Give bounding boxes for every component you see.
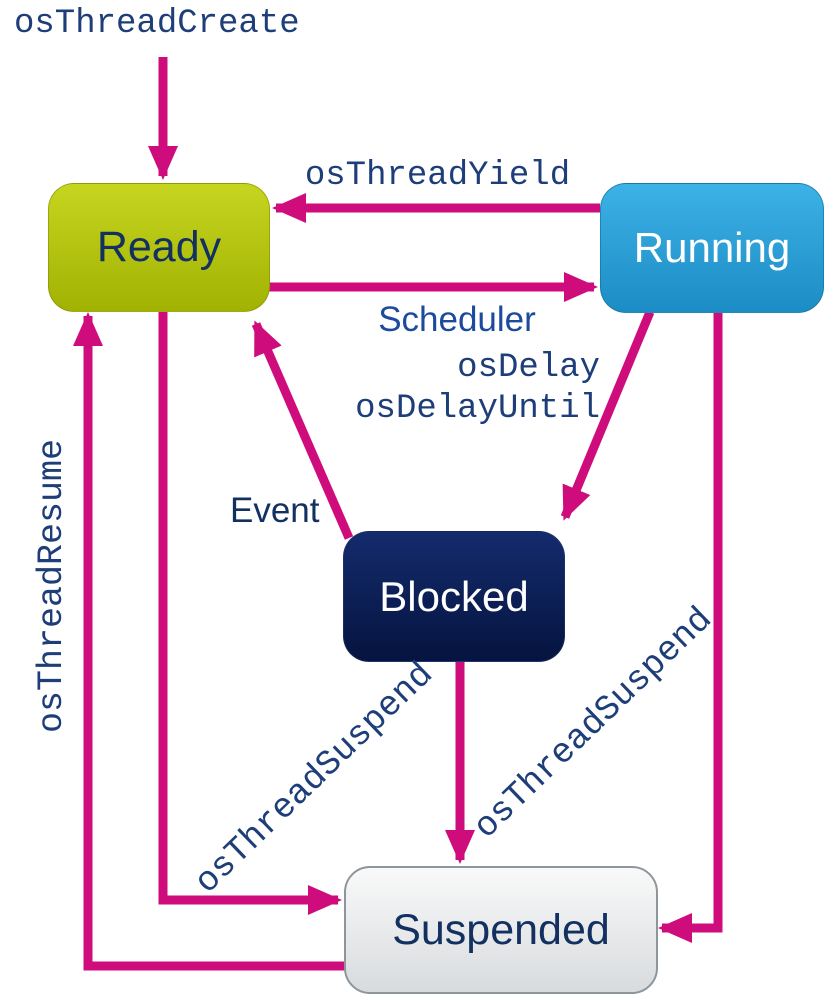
label-scheduler: Scheduler bbox=[378, 300, 536, 339]
arrow-running-suspend bbox=[658, 310, 723, 943]
state-running: Running bbox=[600, 183, 824, 313]
arrow-event bbox=[251, 320, 354, 540]
label-os-delay-until: osDelayUntil bbox=[355, 390, 600, 428]
state-blocked: Blocked bbox=[343, 531, 565, 662]
label-event: Event bbox=[230, 491, 320, 530]
arrow-os-delay bbox=[560, 310, 655, 521]
arrow-ready-suspend bbox=[158, 310, 342, 915]
arrow-os-thread-resume bbox=[73, 312, 350, 971]
label-os-thread-resume: osThreadResume bbox=[32, 438, 72, 734]
state-suspended: Suspended bbox=[344, 866, 658, 994]
label-os-delay: osDelay bbox=[457, 349, 600, 387]
label-os-thread-yield: osThreadYield bbox=[304, 157, 571, 195]
label-os-thread-create: osThreadCreate bbox=[14, 5, 300, 43]
state-ready: Ready bbox=[48, 183, 270, 312]
